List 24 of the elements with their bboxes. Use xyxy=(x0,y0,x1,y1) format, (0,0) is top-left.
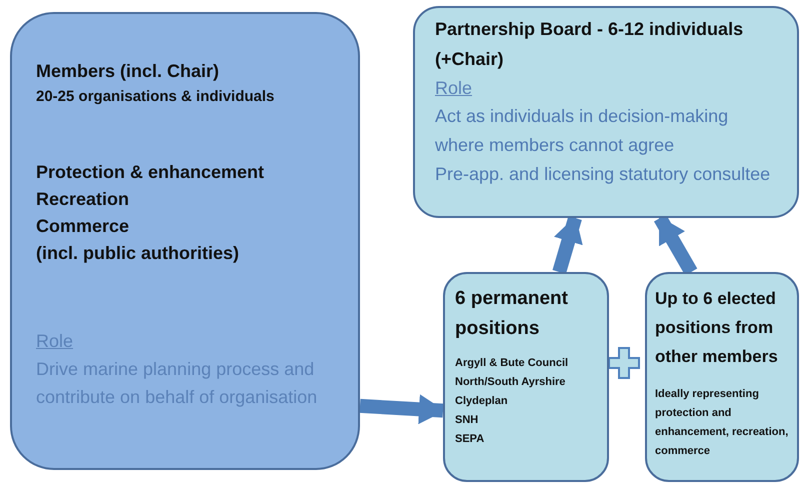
member-name: Clydeplan xyxy=(455,394,509,409)
block-arrow xyxy=(552,216,583,274)
member-name: SNH xyxy=(455,413,480,428)
block-arrow xyxy=(360,394,445,424)
rounded-box xyxy=(443,272,609,482)
member-name: SEPA xyxy=(455,432,486,447)
heading: Up to 6 elected positions from other members xyxy=(655,288,779,368)
rounded-box xyxy=(10,12,360,470)
category-text: Recreation xyxy=(36,188,130,211)
role-heading: Role xyxy=(435,77,474,100)
role-text: Act as individuals in decision-making where members cannot agree xyxy=(435,105,730,157)
description-text: Ideally representing protection and enhancement, recreation, commerce xyxy=(655,387,789,459)
member-name: Argyll & Bute Council xyxy=(455,356,570,371)
rounded-box xyxy=(645,272,799,482)
category-text: (incl. public authorities) xyxy=(36,242,240,265)
role-text: Pre-app. and licensing statutory consultee xyxy=(435,163,772,186)
category-text: Commerce xyxy=(36,215,130,238)
heading: Members (incl. Chair) xyxy=(36,60,220,83)
heading: Partnership Board - 6-12 individuals (+Chair) xyxy=(435,18,744,71)
category-text: Protection & enhancement xyxy=(36,161,266,184)
rounded-box xyxy=(413,6,799,218)
member-name: North/South Ayrshire xyxy=(455,375,566,390)
heading: 6 permanent positions xyxy=(455,287,569,341)
subheading: 20-25 organisations & individuals xyxy=(36,87,276,107)
